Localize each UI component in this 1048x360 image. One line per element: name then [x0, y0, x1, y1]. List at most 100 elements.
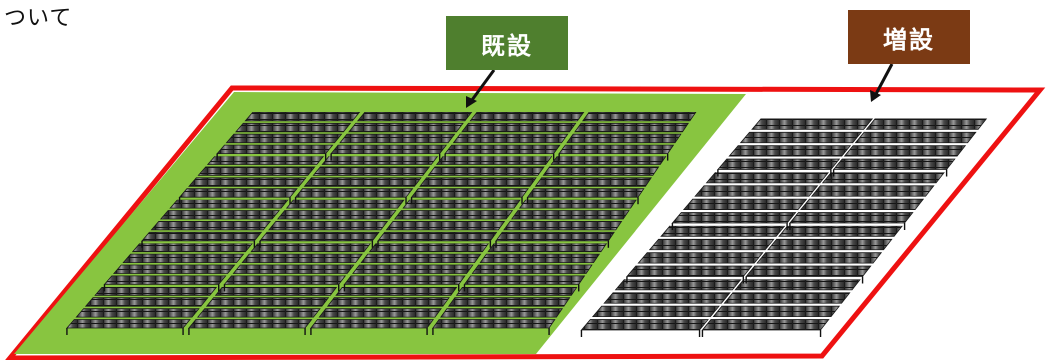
- solar-panel: [682, 198, 808, 211]
- solar-panel: [479, 253, 601, 264]
- solar-panel: [660, 225, 786, 237]
- expansion-panel-array: [580, 118, 988, 337]
- solar-panel: [196, 308, 321, 318]
- solar-panel: [767, 238, 893, 251]
- solar-panel: [447, 297, 571, 307]
- solar-panel: [402, 199, 522, 209]
- solar-panel: [66, 319, 191, 329]
- solar-panel: [503, 220, 623, 231]
- solar-panel: [410, 188, 529, 198]
- solar-panel: [526, 188, 645, 198]
- solar-panel: [348, 122, 464, 133]
- solar-panel: [534, 177, 652, 187]
- solar-panel: [197, 166, 316, 176]
- solar-panel: [756, 252, 883, 264]
- solar-panel: [216, 144, 334, 155]
- solar-panel: [821, 172, 946, 184]
- solar-panel: [368, 242, 490, 253]
- solar-panel: [294, 188, 414, 198]
- solar-panel: [712, 305, 841, 318]
- solar-panel: [542, 166, 660, 176]
- solar-panel: [285, 199, 405, 209]
- solar-panel: [330, 144, 448, 155]
- solar-panel: [487, 242, 608, 253]
- existing-label: 既設: [446, 16, 568, 70]
- solar-panel: [717, 158, 841, 170]
- solar-panel: [75, 308, 200, 318]
- solar-panel: [701, 319, 830, 331]
- solar-panel: [427, 166, 545, 176]
- solar-panel: [694, 185, 819, 197]
- solar-panel: [131, 242, 254, 253]
- solar-panel: [751, 118, 874, 130]
- solar-panel: [276, 210, 397, 220]
- solar-panel: [671, 212, 797, 224]
- solar-panel: [734, 279, 862, 291]
- solar-panel: [312, 166, 431, 176]
- solar-panel: [614, 279, 742, 291]
- solar-panel: [432, 319, 556, 329]
- solar-panel: [225, 133, 343, 144]
- solar-panel: [637, 252, 764, 264]
- solar-panel: [214, 286, 338, 296]
- solar-panel: [393, 210, 514, 220]
- solar-panel: [335, 286, 458, 296]
- solar-panel: [150, 220, 272, 231]
- solar-panel: [122, 253, 245, 264]
- solar-panel: [648, 238, 775, 251]
- solar-panel: [385, 220, 506, 231]
- solar-panel: [705, 172, 830, 184]
- solar-panel: [235, 122, 352, 133]
- solar-panel: [303, 177, 422, 187]
- solar-panel: [574, 122, 690, 133]
- solar-panel: [141, 231, 263, 242]
- solar-panel: [444, 144, 561, 155]
- solar-panel: [728, 145, 852, 157]
- solar-panel: [558, 144, 675, 155]
- existing-panel-array: [66, 111, 697, 335]
- solar-panel: [112, 264, 236, 274]
- solar-panel: [854, 131, 977, 144]
- solar-panel: [511, 210, 630, 220]
- solar-panel: [244, 111, 361, 122]
- solar-panel: [550, 155, 667, 165]
- solar-panel: [356, 111, 473, 122]
- existing-arrow: [466, 69, 496, 108]
- solar-panel: [103, 275, 227, 285]
- solar-panel: [326, 297, 450, 307]
- solar-panel: [268, 220, 389, 231]
- solar-panel: [94, 286, 218, 296]
- solar-panel: [259, 231, 380, 242]
- solar-panel: [580, 319, 709, 331]
- solar-panel: [318, 308, 442, 318]
- solar-panel: [603, 292, 731, 304]
- solar-panel: [452, 133, 569, 144]
- expansion-label: 増設: [848, 10, 970, 64]
- solar-panel: [789, 212, 914, 224]
- solar-panel: [178, 188, 298, 198]
- solar-panel: [745, 265, 872, 277]
- solar-panel: [626, 265, 753, 277]
- solar-panel: [463, 275, 586, 285]
- solar-panel: [518, 199, 638, 209]
- solar-panel: [84, 297, 209, 307]
- solar-panel: [223, 275, 347, 285]
- solar-panel: [591, 305, 720, 318]
- solar-panel: [739, 131, 863, 144]
- solar-panel: [723, 292, 851, 304]
- solar-panel: [810, 185, 935, 197]
- solar-panel: [799, 198, 925, 211]
- solar-panel: [843, 145, 967, 157]
- solar-panel: [419, 177, 537, 187]
- solar-panel: [188, 319, 313, 329]
- solar-panel: [440, 308, 564, 318]
- solar-panel: [582, 111, 697, 122]
- solar-panel: [169, 199, 289, 209]
- solar-panel: [188, 177, 307, 187]
- solar-panel: [241, 253, 363, 264]
- solar-panel: [865, 118, 988, 130]
- solar-panel: [232, 264, 355, 274]
- solar-panel: [250, 242, 372, 253]
- solar-panel: [832, 158, 956, 170]
